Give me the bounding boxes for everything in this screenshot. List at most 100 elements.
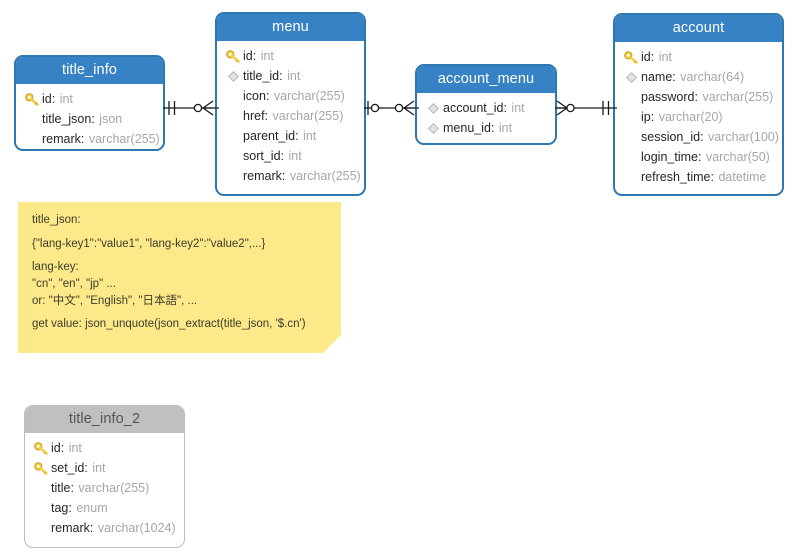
foreign-key-diamond-icon bbox=[423, 99, 443, 117]
field-type: json bbox=[99, 112, 123, 126]
field-type: int bbox=[59, 92, 73, 106]
field-name: refresh_time bbox=[641, 170, 711, 184]
field-row[interactable]: id: int bbox=[22, 89, 155, 109]
field-row[interactable]: id: int bbox=[621, 47, 774, 67]
primary-key-icon bbox=[31, 459, 51, 477]
field-type: int bbox=[260, 49, 274, 63]
field-row[interactable]: refresh_time: datetime bbox=[621, 167, 774, 187]
field-type: int bbox=[287, 69, 301, 83]
field-name: password bbox=[641, 90, 695, 104]
field-row[interactable]: set_id: int bbox=[31, 458, 176, 478]
field-name: parent_id bbox=[243, 129, 296, 143]
field-row[interactable]: id: int bbox=[223, 46, 356, 66]
field-row[interactable]: title_id: int bbox=[223, 66, 356, 86]
field-type: int bbox=[303, 129, 317, 143]
field-name: ip bbox=[641, 110, 651, 124]
field-type: int bbox=[68, 441, 82, 455]
primary-key-icon bbox=[223, 47, 243, 65]
entity-account-menu-header: account_menu bbox=[417, 66, 555, 93]
no-key-marker bbox=[621, 168, 641, 186]
no-key-marker bbox=[223, 87, 243, 105]
field-name: title_id bbox=[243, 69, 280, 83]
field-row[interactable]: id: int bbox=[31, 438, 176, 458]
field-name: remark bbox=[243, 169, 282, 183]
field-row[interactable]: password: varchar(255) bbox=[621, 87, 774, 107]
field-type: enum bbox=[76, 501, 108, 515]
note-line: {"lang-key1":"value1", "lang-key2":"valu… bbox=[32, 237, 266, 250]
field-name: id bbox=[641, 50, 651, 64]
foreign-key-diamond-icon bbox=[423, 119, 443, 137]
field-type: varchar(64) bbox=[680, 70, 745, 84]
note-line: "cn", "en", "jp" ... bbox=[32, 277, 116, 290]
foreign-key-diamond-icon bbox=[621, 68, 641, 86]
field-row[interactable]: title_json: json bbox=[22, 109, 155, 129]
relationship-account-menu-account[interactable] bbox=[555, 97, 617, 119]
entity-title-info-2-header: title_info_2 bbox=[25, 406, 184, 433]
primary-key-icon bbox=[31, 439, 51, 457]
no-key-marker bbox=[223, 107, 243, 125]
entity-menu[interactable]: menu id: int title_id: int i bbox=[215, 12, 366, 196]
relationship-title-info-menu[interactable] bbox=[163, 97, 219, 119]
no-key-marker bbox=[621, 148, 641, 166]
field-type: varchar(50) bbox=[705, 150, 770, 164]
field-row[interactable]: icon: varchar(255) bbox=[223, 86, 356, 106]
field-row[interactable]: remark: varchar(255) bbox=[22, 129, 160, 149]
note-title-json[interactable]: title_json: {"lang-key1":"value1", "lang… bbox=[18, 202, 341, 353]
entity-title-info-2[interactable]: title_info_2 id: int bbox=[24, 405, 185, 548]
field-type: varchar(255) bbox=[273, 89, 345, 103]
field-type: varchar(1024) bbox=[97, 521, 176, 535]
field-name: icon bbox=[243, 89, 266, 103]
field-row[interactable]: parent_id: int bbox=[223, 126, 356, 146]
no-key-marker bbox=[223, 147, 243, 165]
relationship-menu-account-menu[interactable] bbox=[364, 97, 419, 119]
field-name: sort_id bbox=[243, 149, 281, 163]
field-row[interactable]: menu_id: int bbox=[423, 118, 547, 138]
field-name: session_id bbox=[641, 130, 701, 144]
no-key-marker bbox=[223, 167, 243, 185]
field-name: id bbox=[42, 92, 52, 106]
field-type: varchar(255) bbox=[702, 90, 774, 104]
field-row[interactable]: title: varchar(255) bbox=[31, 478, 176, 498]
field-row[interactable]: tag: enum bbox=[31, 498, 176, 518]
no-key-marker bbox=[621, 88, 641, 106]
field-name: remark bbox=[42, 132, 81, 146]
entity-menu-header: menu bbox=[217, 14, 364, 41]
no-key-marker bbox=[31, 519, 51, 537]
field-row[interactable]: session_id: varchar(100) bbox=[621, 127, 779, 147]
field-row[interactable]: account_id: int bbox=[423, 98, 547, 118]
field-type: int bbox=[92, 461, 106, 475]
field-name: title bbox=[51, 481, 71, 495]
field-name: name bbox=[641, 70, 673, 84]
entity-account-menu[interactable]: account_menu account_id: int menu_id: in… bbox=[415, 64, 557, 145]
no-key-marker bbox=[22, 110, 42, 128]
field-name: login_time bbox=[641, 150, 698, 164]
field-row[interactable]: href: varchar(255) bbox=[223, 106, 356, 126]
field-type: int bbox=[511, 101, 525, 115]
no-key-marker bbox=[22, 130, 42, 148]
primary-key-icon bbox=[621, 48, 641, 66]
entity-title-info-header: title_info bbox=[16, 57, 163, 84]
field-row[interactable]: remark: varchar(255) bbox=[223, 166, 361, 186]
field-type: int bbox=[288, 149, 302, 163]
entity-account-fields: id: int name: varchar(64) password: varc… bbox=[615, 42, 782, 194]
field-type: varchar(20) bbox=[658, 110, 723, 124]
field-row[interactable]: login_time: varchar(50) bbox=[621, 147, 774, 167]
entity-account-header: account bbox=[615, 15, 782, 42]
entity-title-info[interactable]: title_info id: int title_json: json rema… bbox=[14, 55, 165, 151]
field-name: href bbox=[243, 109, 265, 123]
note-line: lang-key: bbox=[32, 261, 79, 274]
foreign-key-diamond-icon bbox=[223, 67, 243, 85]
note-line: or: "中文", "English", "日本語", ... bbox=[32, 294, 198, 307]
no-key-marker bbox=[621, 108, 641, 126]
field-type: varchar(255) bbox=[78, 481, 150, 495]
field-type: datetime bbox=[718, 170, 767, 184]
field-row[interactable]: name: varchar(64) bbox=[621, 67, 774, 87]
field-row[interactable]: ip: varchar(20) bbox=[621, 107, 774, 127]
entity-menu-fields: id: int title_id: int icon: varchar(255)… bbox=[217, 41, 364, 194]
field-name: account_id bbox=[443, 101, 504, 115]
field-name: tag bbox=[51, 501, 69, 515]
field-row[interactable]: sort_id: int bbox=[223, 146, 356, 166]
entity-account[interactable]: account id: int name: varchar(64) bbox=[613, 13, 784, 196]
field-type: varchar(255) bbox=[88, 132, 160, 146]
field-row[interactable]: remark: varchar(1024) bbox=[31, 518, 176, 538]
